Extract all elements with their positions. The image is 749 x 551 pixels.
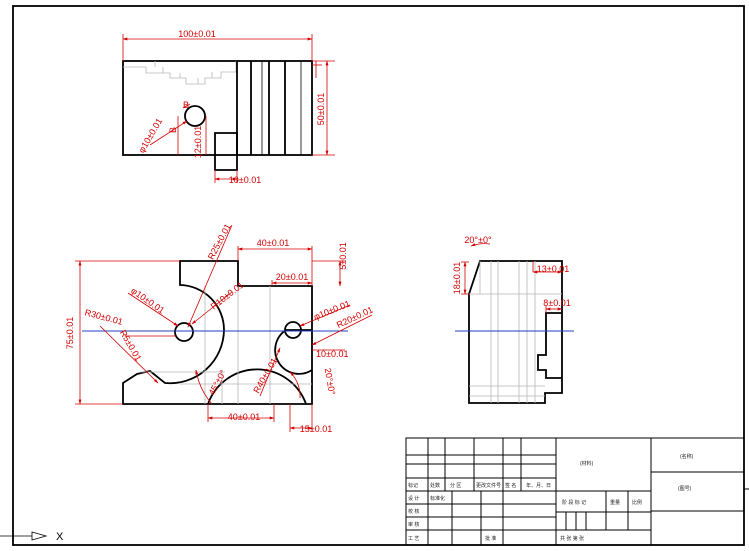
front-dim-r10: R10±0.01 bbox=[209, 280, 246, 312]
tb-row-process: 工 艺 bbox=[408, 536, 419, 542]
front-dim-15: 15±0.01 bbox=[300, 424, 332, 434]
corner-marker: X bbox=[0, 531, 64, 543]
top-hole-circle bbox=[184, 105, 206, 127]
top-view: 100±0.01 50±0.01 φ10±0.01 12±0.01 10±0.0… bbox=[122, 29, 335, 185]
tb-weight: 重量 bbox=[610, 499, 620, 506]
front-dim-angle-20: 20°±0° bbox=[323, 367, 338, 396]
tb-row-check: 校 核 bbox=[408, 508, 419, 515]
tb-name: (名称) bbox=[680, 453, 694, 460]
front-left-hole bbox=[174, 322, 194, 342]
front-dim-r40: R40±0.01 bbox=[251, 356, 279, 395]
tb-approve: 批 准 bbox=[485, 535, 496, 542]
front-view: R25±0.01 40±0.01 5±0.01 20±0.01 φ10±0.01… bbox=[65, 222, 375, 434]
front-dim-40-bottom: 40±0.01 bbox=[228, 412, 260, 422]
front-dim-r5: R5±0.01 bbox=[118, 328, 144, 362]
tb-col-count: 处数 bbox=[430, 482, 440, 489]
top-view-outline bbox=[122, 60, 313, 156]
top-dim-slot: 10±0.01 bbox=[229, 175, 261, 185]
tb-col-zone: 分 区 bbox=[450, 482, 461, 489]
tb-material: (材料) bbox=[580, 460, 594, 467]
front-dim-20: 20±0.01 bbox=[276, 272, 308, 282]
top-dim-hole-y: 12±0.01 bbox=[193, 126, 203, 158]
tb-sheets: 共 张 第 张 bbox=[560, 535, 584, 542]
side-dim-13: 13±0.01 bbox=[537, 264, 569, 274]
tb-col-mark: 标记 bbox=[408, 482, 418, 489]
front-dim-10: 10±0.01 bbox=[316, 349, 348, 359]
front-right-hole bbox=[284, 321, 302, 339]
tb-row-review: 审 核 bbox=[408, 521, 419, 528]
front-dim-5: 5±0.01 bbox=[338, 242, 348, 269]
top-dim-hole-dia: φ10±0.01 bbox=[136, 116, 164, 154]
top-dim-width: 100±0.01 bbox=[178, 29, 215, 39]
side-dim-8: 8±0.01 bbox=[543, 298, 570, 308]
corner-mark-label: X bbox=[56, 531, 64, 543]
drawing-frame bbox=[12, 5, 745, 546]
side-dim-angle: 20°±0° bbox=[464, 235, 492, 245]
front-dim-r30: R30±0.01 bbox=[84, 307, 124, 327]
tb-stage: 阶 段 标 记 bbox=[562, 499, 586, 506]
tb-scale: 比例 bbox=[632, 499, 642, 506]
title-block: 标记 处数 分 区 更改文件号 签 名 年、月、日 设 计 校 核 审 核 工 … bbox=[405, 437, 749, 546]
tb-code: (图号) bbox=[678, 486, 692, 492]
tb-col-date: 年、月、日 bbox=[526, 482, 551, 489]
tb-col-sign: 签 名 bbox=[505, 482, 516, 489]
front-dim-phi10-left: φ10±0.01 bbox=[129, 285, 166, 315]
tb-std: 标准化 bbox=[430, 495, 445, 502]
side-view: 20°±0° 18±0.01 13±0.01 8±0.01 bbox=[452, 235, 574, 404]
top-dim-height: 50±0.01 bbox=[316, 93, 326, 125]
top-ref-b: B bbox=[168, 127, 178, 133]
tb-row-design: 设 计 bbox=[408, 495, 419, 502]
top-ref-a: B bbox=[183, 100, 189, 110]
side-dim-18: 18±0.01 bbox=[452, 262, 462, 294]
front-dim-40-top: 40±0.01 bbox=[257, 238, 289, 248]
tb-col-docno: 更改文件号 bbox=[476, 482, 501, 489]
side-view-outline bbox=[468, 260, 563, 404]
front-dim-75: 75±0.01 bbox=[65, 317, 75, 349]
